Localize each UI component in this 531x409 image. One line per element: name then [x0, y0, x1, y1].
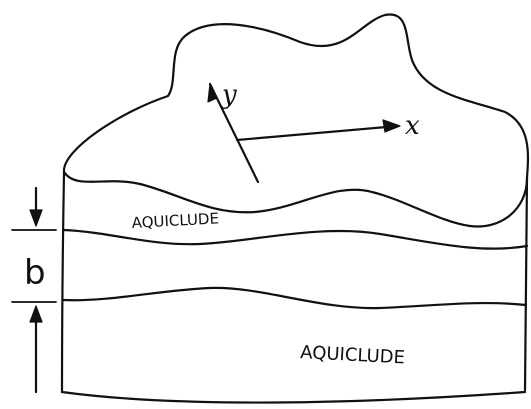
x-axis-line: [237, 126, 398, 140]
block-right-edge: [525, 178, 527, 390]
upper-interface-line: [64, 230, 527, 249]
thickness-top-arrowhead: [30, 210, 42, 226]
upper-layer-label: AQUICLUDE: [131, 209, 219, 232]
top-surface-outline: [64, 14, 528, 226]
block-left-edge: [62, 172, 64, 392]
thickness-label: b: [24, 253, 46, 293]
thickness-bottom-arrowhead: [30, 306, 42, 322]
x-axis-arrowhead: [383, 120, 400, 132]
x-axis-label: x: [405, 111, 420, 141]
block-bottom-edge: [62, 392, 525, 403]
y-axis-label: y: [221, 80, 237, 110]
lower-layer-label: AQUICLUDE: [300, 342, 406, 368]
lower-interface-line: [63, 288, 526, 308]
